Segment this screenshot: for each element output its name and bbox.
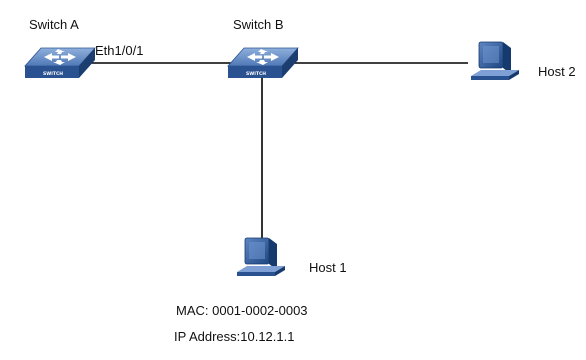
- switch-a-icon: [24, 47, 96, 79]
- host-1-mac-address: MAC: 0001-0002-0003: [176, 303, 308, 318]
- host-2-label: Host 2: [538, 64, 576, 79]
- switch-a-label: Switch A: [29, 17, 79, 32]
- host-1-ip-address: IP Address:10.12.1.1: [174, 329, 295, 344]
- port-label-eth1-0-1: Eth1/0/1: [95, 43, 144, 58]
- switch-b-label: Switch B: [233, 17, 284, 32]
- host-1-label: Host 1: [309, 260, 347, 275]
- host-1-computer-icon: [236, 237, 286, 277]
- host-2-computer-icon: [470, 41, 520, 81]
- switch-b-icon: [227, 47, 299, 79]
